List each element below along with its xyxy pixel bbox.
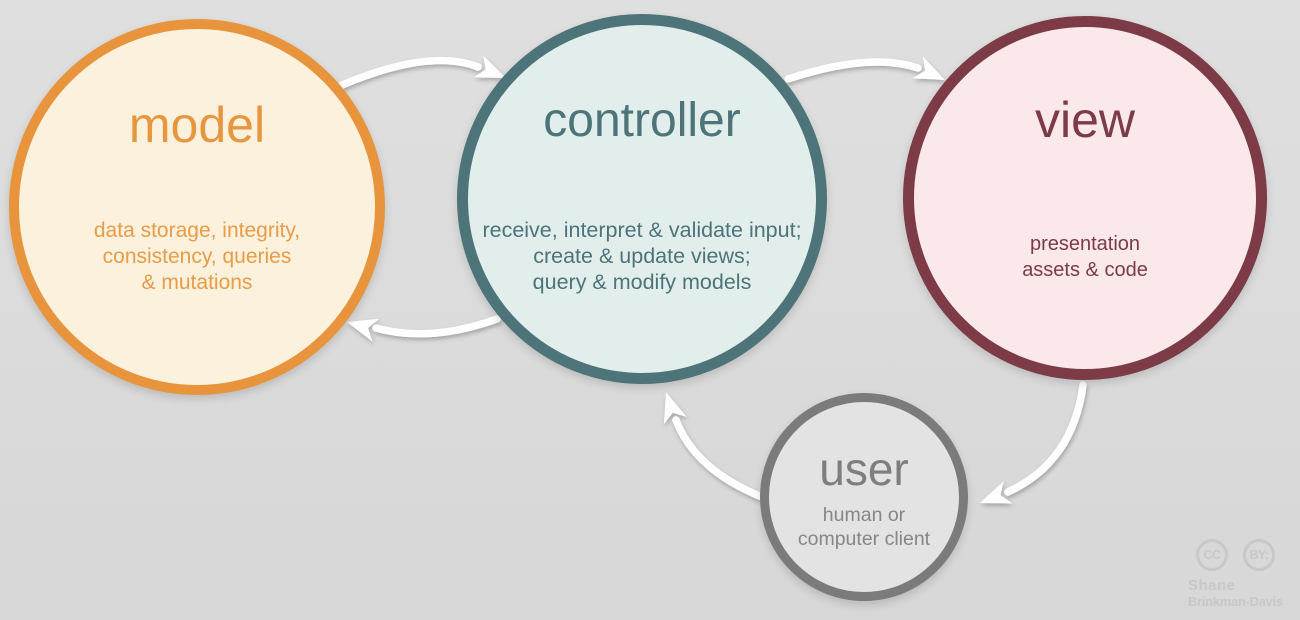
attribution-author-last-name: Brinkman-Davis <box>1188 594 1283 609</box>
user-node: user human or computer client <box>760 393 968 601</box>
attribution-author-first-name: Shane <box>1188 577 1236 594</box>
arrowhead-view-to-user <box>980 481 1013 504</box>
view-description: presentation assets & code <box>1022 233 1148 281</box>
controller-node: controller receive, interpret & validate… <box>457 14 827 384</box>
license-badges: CC BY: <box>1196 539 1300 571</box>
view-title: view <box>1034 92 1136 148</box>
controller-title: controller <box>543 94 741 147</box>
cc-badge-icon: CC <box>1196 539 1228 571</box>
arrow-controller-to-view <box>784 58 922 83</box>
arrow-view-to-user <box>1004 381 1087 496</box>
model-title: model <box>128 97 266 153</box>
controller-description: receive, interpret & validate input; cre… <box>482 218 802 294</box>
user-description: human or computer client <box>797 504 931 550</box>
view-node: view presentation assets & code <box>903 16 1267 380</box>
arrow-user-to-controller <box>672 416 766 501</box>
model-node: model data storage, integrity, consisten… <box>9 19 385 395</box>
model-description: data storage, integrity, consistency, qu… <box>93 219 301 294</box>
by-badge-icon: BY: <box>1243 539 1275 571</box>
user-title: user <box>819 443 909 495</box>
arrow-model-to-controller <box>338 56 482 89</box>
arrow-controller-to-model <box>372 315 501 338</box>
license-attribution: CC BY: Shane Brinkman-Davis <box>1188 539 1300 609</box>
arrowhead-user-to-controller <box>663 392 687 425</box>
